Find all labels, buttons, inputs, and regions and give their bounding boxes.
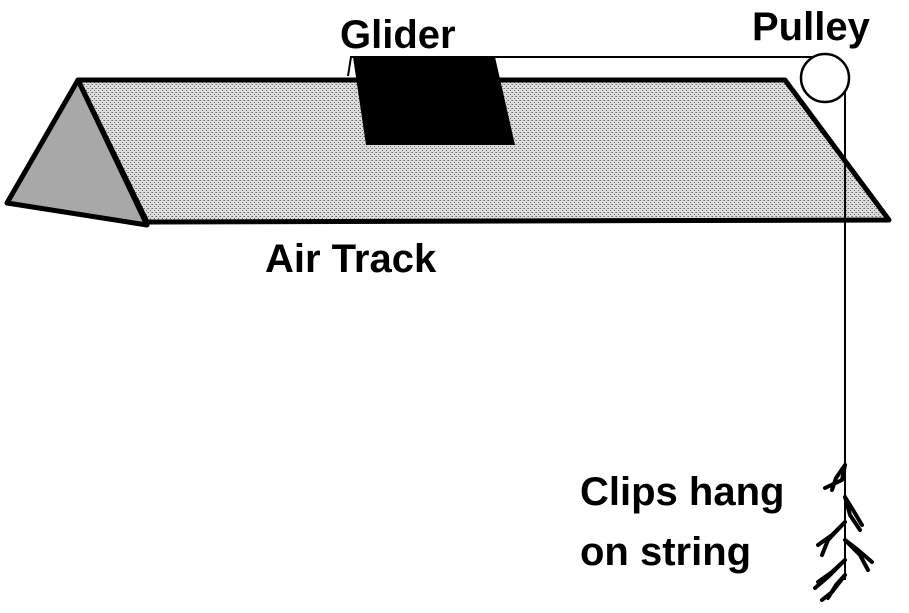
glider-label: Glider (340, 13, 456, 57)
air-track-label: Air Track (265, 237, 437, 281)
glider (353, 57, 515, 145)
pulley-icon (799, 52, 851, 104)
pulley-label: Pulley (752, 5, 871, 49)
clips-icon (813, 463, 874, 602)
clips-label-line1: Clips hang (580, 470, 784, 514)
air-track-surface (75, 77, 892, 225)
clips-label-line2: on string (580, 530, 751, 574)
